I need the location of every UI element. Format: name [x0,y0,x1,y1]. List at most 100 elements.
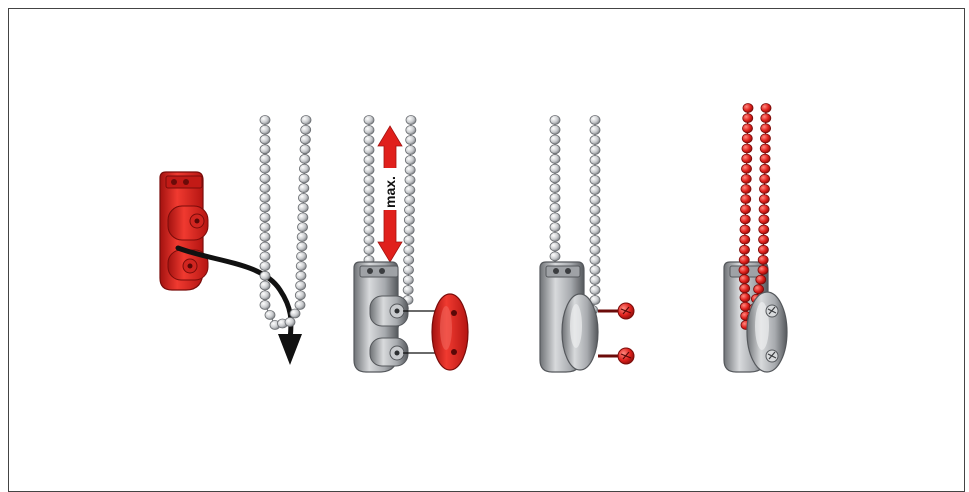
chain-bead [404,155,416,165]
chain-bead [404,205,415,215]
chain-bead [289,308,301,319]
chain-bead [264,310,276,320]
chain-bead [549,231,561,242]
chain-bead [757,254,769,265]
chain-bead [549,163,561,174]
chain-bead [404,175,416,185]
chain-bead [284,317,296,327]
chain-bead [363,185,375,195]
chain-bead [363,145,375,155]
chain-bead [549,124,561,135]
chain-bead [549,144,561,155]
chain-bead [259,222,271,233]
chain-bead [363,195,375,205]
cover-icon [561,293,599,371]
chain-bead [295,270,307,281]
chain-bead [363,165,375,175]
chain-bead [363,215,375,225]
chain-bead [299,144,311,155]
chain-bead [740,173,752,184]
chain-bead [549,202,561,213]
chain-bead [298,183,310,194]
chain-bead [759,184,770,194]
chain-bead [363,115,375,125]
chain-bead [739,224,751,235]
chain-bead [295,261,307,271]
chain-bead [589,265,601,275]
chain-bead [757,265,769,275]
chain-bead [589,135,601,145]
chain-bead [549,183,561,194]
chain-bead [742,123,753,134]
chain-bead [259,115,271,125]
chain-bead [404,185,416,195]
chain-bead [298,173,310,184]
chain-bead [259,251,271,262]
chain-bead [759,173,771,184]
chain-icon [549,115,601,335]
chain-bead [259,261,271,271]
chain-bead [300,124,312,135]
chain-bead [259,163,271,174]
chain-bead [402,275,414,285]
chain-bead [259,183,271,194]
chain-bead [738,274,750,285]
chain-bead [403,225,415,235]
chain-bead [740,184,752,194]
chain-bead [549,115,561,125]
chain-bead [298,192,309,203]
chain-bead [589,245,601,255]
screw-icon [598,302,635,320]
chain-bead [363,125,375,135]
chain-bead [739,292,751,303]
chain-bead [299,134,311,145]
chain-bead [589,125,601,135]
chain-bead [589,115,601,125]
chain-bead [296,251,307,262]
chain-bead [742,103,754,113]
cover-icon [746,291,788,373]
chain-bead [297,222,308,233]
chain-bead [259,144,271,155]
chain-bead [549,192,561,203]
chain-bead [297,202,309,213]
chain-bead [760,133,771,144]
chain-bead [739,234,751,245]
chain-bead [404,195,416,205]
chain-bead [738,254,750,265]
chain-bead [259,280,271,291]
chain-bead [758,214,770,225]
chain-bead [741,133,753,144]
chain-bead [259,192,271,203]
chain-bead [259,202,271,213]
chain-bead [758,224,770,235]
chain-bead [259,241,271,252]
chain-bead [757,244,769,255]
chain-bead [259,270,271,281]
chain-bead [758,204,770,215]
chain-bead [295,280,307,291]
chain-bead [758,234,769,245]
step-3-screw-cover [539,115,635,373]
chain-bead [363,155,375,165]
chain-bead [549,173,561,184]
chain-bead [404,165,416,175]
chain-bead [405,115,417,125]
chain-bead [405,135,417,145]
chain-bead [259,212,271,223]
bracket-icon [353,261,409,373]
chain-bead [549,222,561,233]
cover-icon [431,293,469,371]
chain-bead [403,245,415,255]
screw-icon [598,347,635,365]
max-distance-label: max. [382,176,398,208]
chain-bead [759,143,771,154]
chain-bead [259,124,271,135]
chain-icon [259,115,312,330]
chain-bead [589,185,601,195]
chain-bead [589,165,601,175]
chain-bead [741,163,752,174]
chain-bead [296,241,308,252]
chain-bead [297,212,309,223]
